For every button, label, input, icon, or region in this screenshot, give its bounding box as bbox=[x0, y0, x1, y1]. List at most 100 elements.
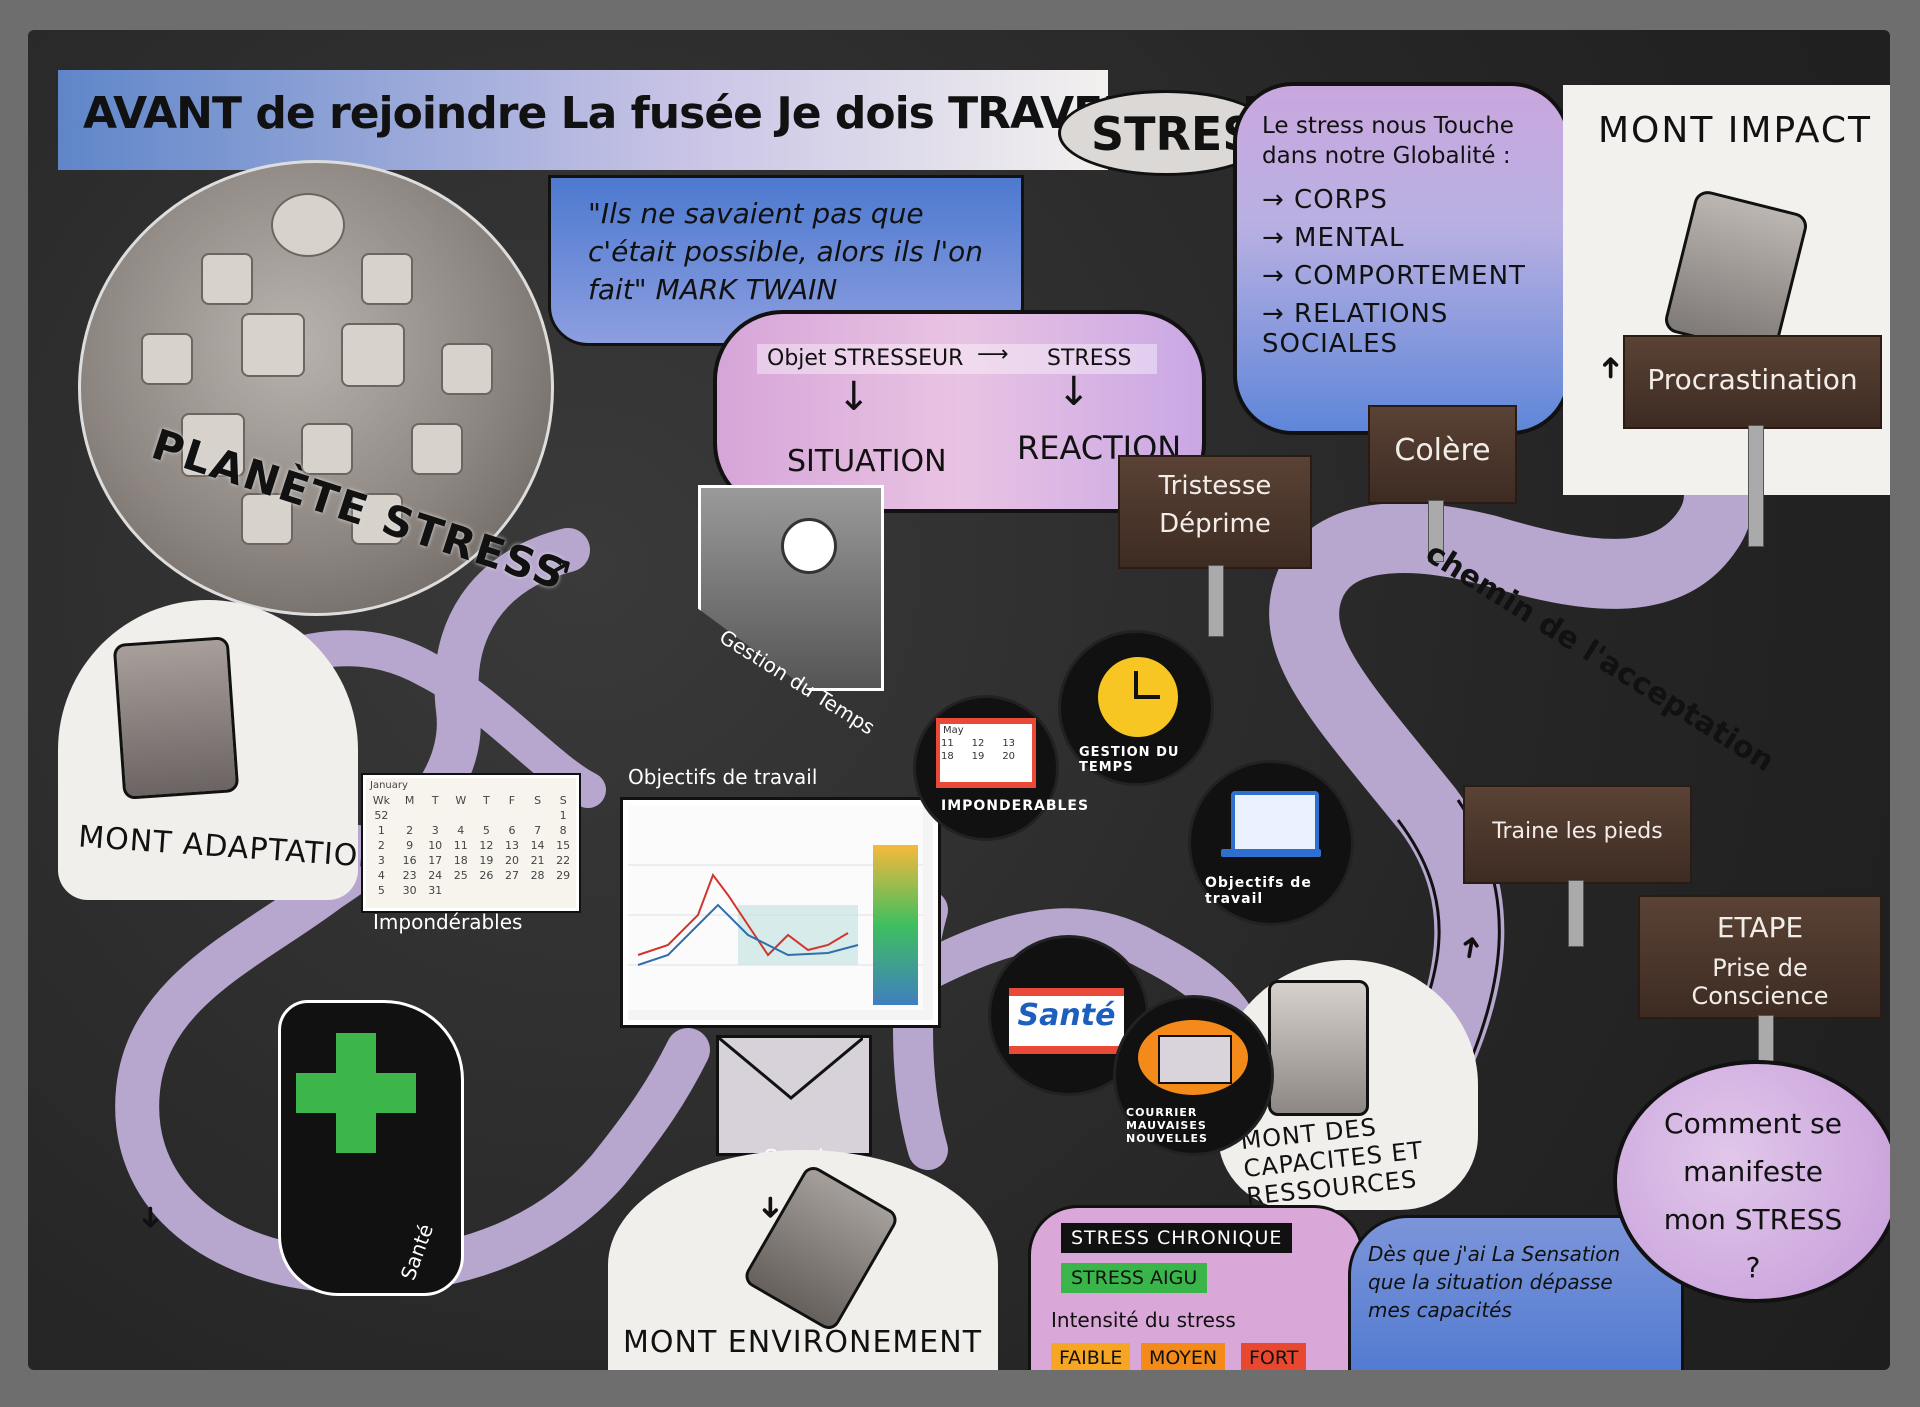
clock-tower-image bbox=[698, 485, 884, 691]
calendar-cell: S bbox=[559, 794, 567, 807]
calendar-cell bbox=[525, 883, 551, 898]
fort-tag: FORT bbox=[1241, 1343, 1307, 1370]
calendar-cell: 18 bbox=[941, 751, 954, 762]
calendar-cell: 5 bbox=[377, 884, 385, 897]
faible-tag: FAIBLE bbox=[1051, 1343, 1131, 1370]
calendar-cell: Wk bbox=[372, 794, 391, 807]
stress-intensity-box: STRESS CHRONIQUE STRESS AIGU Intensité d… bbox=[1028, 1205, 1364, 1370]
calendar-cell bbox=[474, 883, 500, 898]
calendar-cell: 12 bbox=[479, 839, 494, 852]
calendar-cell bbox=[448, 808, 474, 823]
arrow-down-icon: ↓ bbox=[837, 374, 871, 420]
globalite-item: → MENTAL bbox=[1262, 223, 1405, 253]
arrow-down-icon: ↓ bbox=[1057, 369, 1091, 415]
sign-post bbox=[1428, 500, 1444, 562]
sign-label: Déprime bbox=[1159, 509, 1271, 539]
calendar-month: January bbox=[370, 780, 408, 791]
mont-environement-label: MONT ENVIRONEMENT bbox=[623, 1325, 983, 1360]
planet-stress-image bbox=[78, 160, 554, 616]
mont-impact-label: MONT IMPACT bbox=[1598, 110, 1872, 151]
question-text: Comment se manifeste mon STRESS ? bbox=[1663, 1107, 1843, 1284]
calendar-cell: F bbox=[508, 794, 516, 807]
calendar-cell: 8 bbox=[559, 824, 567, 837]
road-left bbox=[115, 528, 710, 1294]
calendar-cell: 1 bbox=[559, 809, 567, 822]
sign-label: Colère bbox=[1394, 433, 1491, 468]
cube-icon bbox=[1268, 980, 1369, 1116]
pharmacy-cross-image bbox=[278, 1000, 464, 1296]
calendar-cell: 16 bbox=[402, 854, 417, 867]
calendar-cell: 14 bbox=[530, 839, 545, 852]
globalite-item: → CORPS bbox=[1262, 185, 1388, 215]
calendar-cell: 11 bbox=[453, 839, 468, 852]
calendar-cell: 7 bbox=[534, 824, 542, 837]
calendar-cell bbox=[422, 808, 448, 823]
calendar-cell: 28 bbox=[530, 869, 545, 882]
calendar-cell bbox=[397, 808, 423, 823]
envelope-icon bbox=[716, 1035, 872, 1156]
des-que-text: Dès que j'ai La Sensation que la situati… bbox=[1368, 1242, 1621, 1322]
calendar-cell: 1 bbox=[377, 824, 385, 837]
calendar-row: 52 1 bbox=[366, 808, 576, 823]
calendar-cell: 19 bbox=[479, 854, 494, 867]
disc-gestion-temps: GESTION DU TEMPS bbox=[1058, 630, 1214, 786]
disc-label: Objectifs de travail bbox=[1205, 875, 1312, 907]
trading-chart-image bbox=[620, 797, 941, 1028]
calendar-cell bbox=[499, 808, 525, 823]
calendar-cell: 6 bbox=[508, 824, 516, 837]
calendar-cell: M bbox=[404, 794, 415, 807]
sign-traine: Traine les pieds bbox=[1463, 785, 1692, 884]
sign-label: Prise de Conscience bbox=[1691, 954, 1829, 1010]
question-bubble bbox=[1613, 1060, 1890, 1303]
globalite-item: → RELATIONS SOCIALES bbox=[1262, 299, 1449, 359]
calendar-cell: 17 bbox=[428, 854, 443, 867]
arrow-icon: ➜ bbox=[1593, 354, 1629, 381]
sign-colere: Colère bbox=[1368, 405, 1517, 504]
calendar-cell: 11 bbox=[941, 738, 954, 749]
sign-label: Tristesse bbox=[1158, 471, 1272, 501]
mini-calendar-month: May bbox=[943, 725, 964, 736]
stress-label: STRESS bbox=[1047, 346, 1132, 371]
poster-board: AVANT de rejoindre La fusée Je dois TRAV… bbox=[28, 30, 1890, 1370]
sign-label: ETAPE bbox=[1716, 911, 1804, 944]
calendar-cell: 20 bbox=[1002, 751, 1016, 762]
clock-icon bbox=[781, 518, 837, 574]
sante-badge: Santé bbox=[1009, 988, 1124, 1054]
stress-aigu-tag: STRESS AIGU bbox=[1061, 1263, 1208, 1293]
arrow-right-icon: ⟶ bbox=[977, 342, 1009, 367]
calendar-cell: 9 bbox=[406, 839, 414, 852]
calendar-cell: 3 bbox=[431, 824, 439, 837]
calendar-cell: 15 bbox=[556, 839, 571, 852]
calendar-cell: 18 bbox=[453, 854, 468, 867]
globalite-item: → COMPORTEMENT bbox=[1262, 261, 1526, 291]
arrow-icon: ➜ bbox=[753, 1194, 789, 1221]
calendar-cell bbox=[474, 808, 500, 823]
sign-post bbox=[1748, 425, 1764, 547]
calendar-row: 18 19 20 bbox=[940, 750, 1032, 763]
disc-label: COURRIER MAUVAISES NOUVELLES bbox=[1126, 1106, 1208, 1145]
sign-tristesse: Tristesse Déprime bbox=[1118, 455, 1312, 569]
disc-label: GESTION DU TEMPS bbox=[1079, 745, 1180, 775]
calendar-cell: 19 bbox=[971, 751, 985, 762]
chart-graphic bbox=[628, 805, 923, 1010]
calendar-cell: 2 bbox=[377, 839, 385, 852]
calendar-cell: 10 bbox=[428, 839, 443, 852]
calendar-header-row: Wk M T W T F S S bbox=[366, 793, 576, 808]
cube-icon bbox=[112, 636, 240, 800]
laptop-base-icon bbox=[1221, 849, 1321, 857]
calendar-cell: 13 bbox=[1002, 738, 1016, 749]
calendar-cell: 52 bbox=[374, 809, 389, 822]
imponderables-label: Impondérables bbox=[373, 910, 523, 934]
sign-label: Procrastination bbox=[1647, 363, 1858, 396]
